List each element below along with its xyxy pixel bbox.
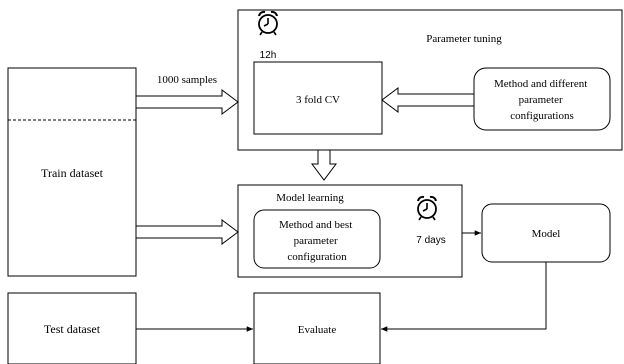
test-dataset-node: Test dataset — [7, 292, 137, 364]
method-best-label: Method and best parameter configuration — [279, 219, 355, 263]
parameter-tuning-group: Parameter tuning 12h 3 fold CV Method an… — [237, 9, 623, 151]
tuning-time-label: 12h — [260, 50, 277, 61]
learning-time-label: 7 days — [416, 235, 445, 246]
model-learning-title: Model learning — [276, 192, 344, 204]
cv-label: 3 fold CV — [296, 94, 340, 106]
evaluate-node: Evaluate — [253, 292, 381, 364]
model-learning-group: Model learning Method and best parameter… — [237, 184, 463, 278]
train-to-learning-arrow — [135, 219, 239, 245]
parameter-tuning-title: Parameter tuning — [426, 33, 502, 45]
train-dataset-node: Train dataset — [7, 67, 137, 277]
train-dataset-label: Train dataset — [41, 166, 104, 180]
cv-box — [253, 61, 383, 135]
model-node: Model — [481, 203, 611, 263]
tuning-to-learning-arrow — [311, 149, 337, 181]
model-to-evaluate-arrow — [381, 262, 547, 332]
train-to-cv-arrow — [135, 89, 239, 115]
evaluate-label: Evaluate — [298, 324, 337, 336]
model-label: Model — [532, 228, 561, 240]
configs-to-cv-arrow — [381, 87, 475, 113]
test-dataset-label: Test dataset — [44, 322, 101, 336]
method-best-box — [253, 209, 381, 269]
method-configs-label: Method and different parameter configura… — [494, 78, 590, 122]
samples-label: 1000 samples — [157, 74, 217, 86]
